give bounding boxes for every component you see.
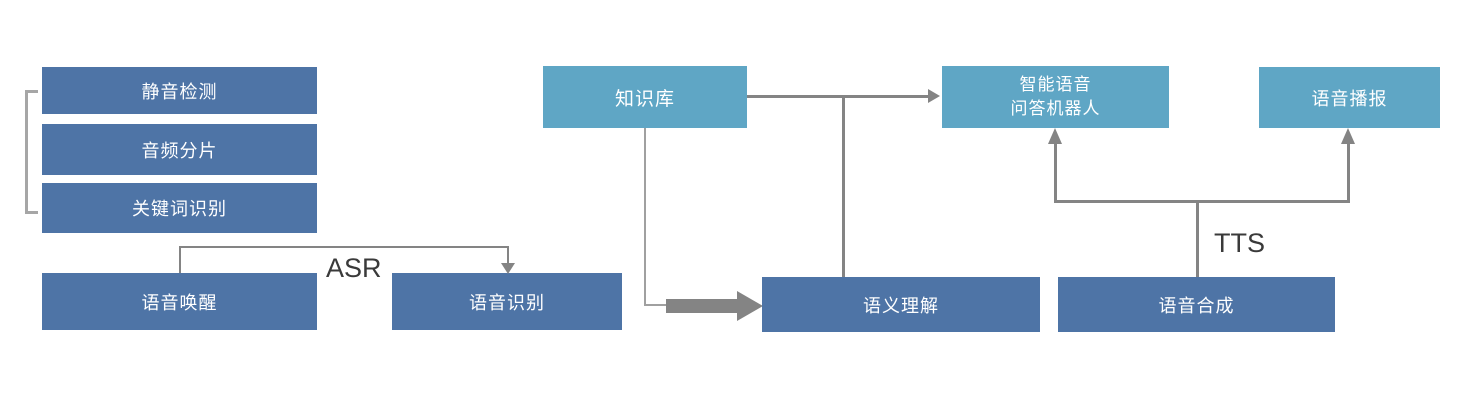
tts-left-line [1054, 143, 1057, 203]
asr-arrow-segment-up [179, 246, 181, 273]
node-speech-recognition-label: 语音识别 [469, 292, 545, 313]
tts-center-line [1196, 200, 1199, 277]
asr-arrow-segment-down [507, 246, 509, 266]
node-knowledge-base: 知识库 [543, 66, 747, 128]
node-silence-detection: 静音检测 [42, 67, 317, 114]
node-keyword-recognition: 关键词识别 [42, 183, 317, 233]
tts-right-arrowhead-icon [1341, 128, 1355, 144]
tts-right-line [1347, 143, 1350, 203]
node-speech-synthesis: 语音合成 [1058, 277, 1335, 332]
thick-arrowhead-icon [737, 291, 763, 321]
node-silence-detection-label: 静音检测 [141, 81, 218, 102]
thick-arrow-shaft [666, 299, 737, 313]
node-keyword-recognition-label: 关键词识别 [132, 199, 227, 219]
group-bracket [25, 90, 38, 214]
tts-left-arrowhead-icon [1048, 128, 1062, 144]
node-audio-segmentation: 音频分片 [42, 124, 317, 175]
node-qa-robot: 智能语音 问答机器人 [942, 66, 1169, 128]
node-knowledge-base-label: 知识库 [614, 88, 675, 110]
node-qa-robot-label-line2: 问答机器人 [1010, 99, 1101, 118]
node-voice-broadcast-label: 语音播报 [1311, 88, 1388, 109]
node-qa-robot-label-line1: 智能语音 [1019, 75, 1092, 94]
asr-arrow-segment-across [179, 246, 509, 248]
tts-branch-line [1054, 200, 1350, 203]
node-semantic-understanding-label: 语义理解 [863, 295, 939, 316]
kb-to-robot-arrowhead-icon [928, 89, 940, 103]
tts-label: TTS [1214, 228, 1265, 258]
asr-arrowhead-icon [501, 263, 515, 274]
node-speech-synthesis-label: 语音合成 [1158, 295, 1235, 316]
node-voice-wakeup: 语音唤醒 [42, 273, 317, 330]
node-voice-wakeup-label: 语音唤醒 [141, 292, 218, 313]
node-speech-recognition: 语音识别 [392, 273, 622, 330]
kb-to-robot-arrow-line [747, 95, 929, 98]
semantic-to-robot-line [842, 97, 845, 277]
kb-drop-line [644, 128, 646, 306]
asr-label: ASR [326, 253, 382, 283]
kb-drop-stub [644, 304, 668, 306]
node-semantic-understanding: 语义理解 [762, 277, 1040, 332]
node-voice-broadcast: 语音播报 [1259, 67, 1440, 128]
node-qa-robot-label: 智能语音 问答机器人 [1011, 73, 1101, 121]
node-audio-segmentation-label: 音频分片 [141, 140, 218, 161]
